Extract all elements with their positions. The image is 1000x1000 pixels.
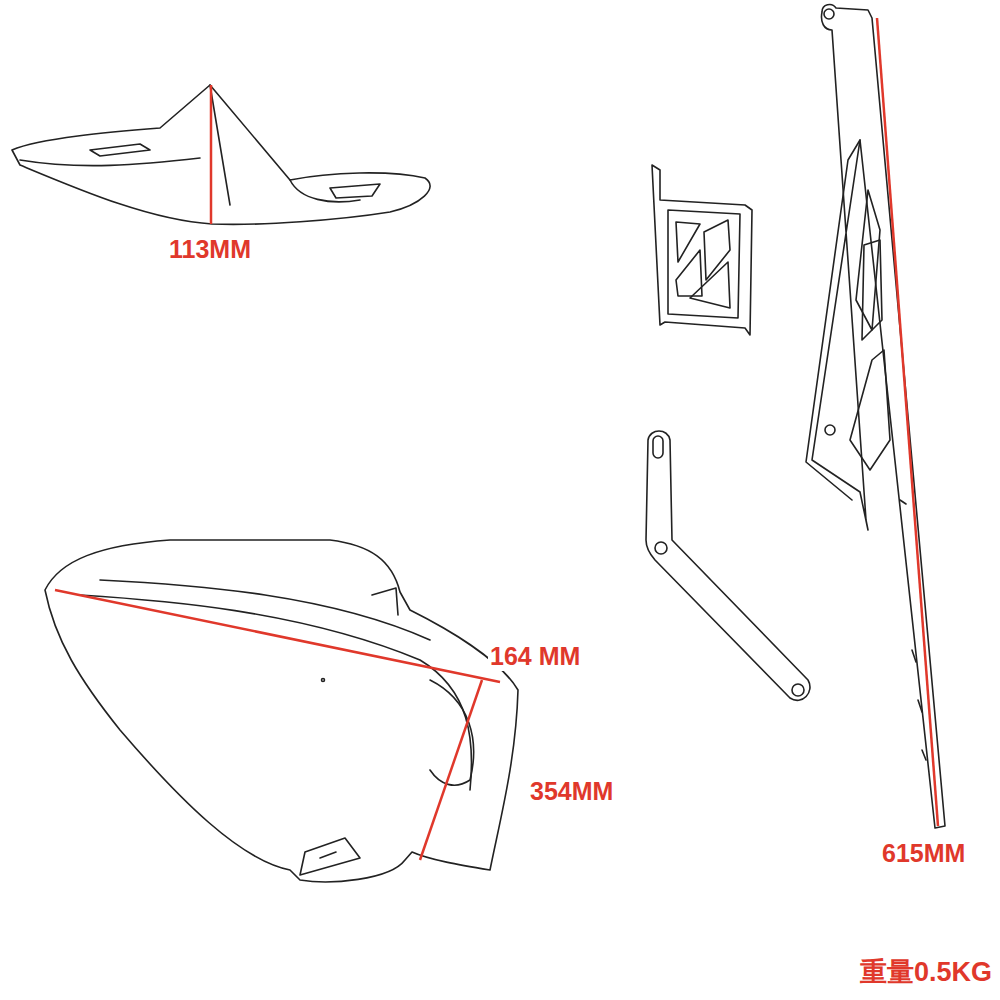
dimension-label: 164 MM: [488, 643, 582, 671]
hugger-part: [12, 85, 430, 224]
dimension-label: 615MM: [880, 840, 967, 868]
weight-note: 重量0.5KG: [858, 958, 994, 988]
dimension-lines: [55, 18, 938, 860]
arm-bracket: [646, 431, 810, 700]
fender-part: [45, 540, 518, 882]
chain-guard: [806, 5, 945, 828]
plate-bracket: [652, 165, 752, 335]
dimension-label: 113MM: [167, 236, 253, 264]
dimension-label: 354MM: [528, 778, 615, 806]
